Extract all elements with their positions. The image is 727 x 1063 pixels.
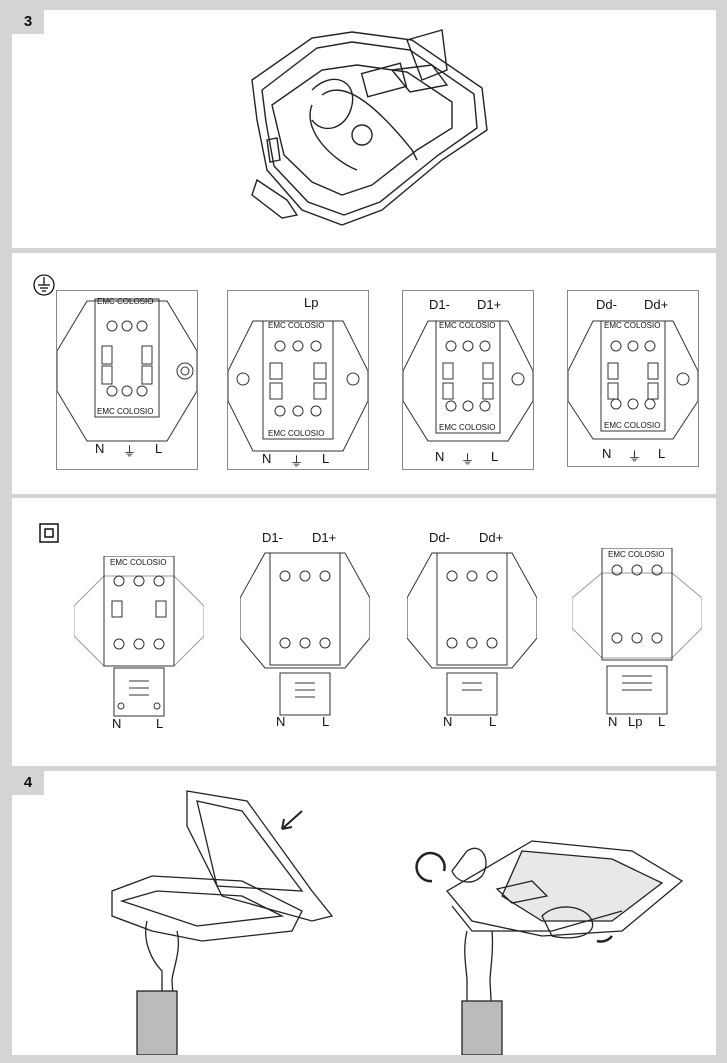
class-1-diagram-2: Lp EMC COLOSIO EMC COLOSIO N ⏚ L [227,290,369,470]
bottom-label-earth: ⏚ [290,454,304,469]
step-number: 3 [12,10,44,34]
brand-label: EMC COLOSIO [97,407,154,416]
brand-label: EMC COLOSIO [268,321,325,330]
top-label-d1-minus: D1- [262,530,283,545]
step-number: 4 [12,771,44,795]
terminal-block [568,320,698,440]
class-2-wiring-panel: EMC COLOSIO N L D1- D1+ N L [12,498,716,766]
class-1-diagram-4: Dd- Dd+ EMC COLOSIO EMC COLOSIO N ⏚ L [567,290,699,467]
top-label-dd-plus: Dd+ [644,297,669,312]
top-label-d1-minus: D1- [429,297,450,312]
bottom-label-n: N [262,451,272,466]
bottom-label-n: N [276,714,286,729]
class-1-diagram-1: EMC COLOSIO EMC COLOSIO N ⏚ L [56,290,198,470]
bottom-label-l: L [658,446,666,461]
top-label-dd-minus: Dd- [429,530,450,545]
brand-label: EMC COLOSIO [439,423,496,432]
bottom-label-lp: Lp [628,714,643,729]
class-2-diagram-4: EMC COLOSIO N Lp L [572,548,702,748]
bottom-label-l: L [156,716,164,731]
double-insulation-icon [39,523,59,543]
bottom-label-n: N [608,714,618,729]
brand-label: EMC COLOSIO [608,550,665,559]
step-4-panel: 4 [12,771,716,1055]
terminal-block [228,320,368,452]
bottom-label-n: N [95,441,105,456]
brand-label: EMC COLOSIO [604,421,661,430]
bottom-label-l: L [322,451,330,466]
bottom-label-earth: ⏚ [628,449,642,464]
bottom-label-l: L [155,441,163,456]
brand-label: EMC COLOSIO [268,429,325,438]
bottom-label-n: N [112,716,122,731]
brand-label: EMC COLOSIO [604,321,661,330]
class-2-diagram-3: Dd- Dd+ N L [407,528,537,748]
step-3-panel: 3 [12,10,716,248]
bottom-label-n: N [435,449,445,464]
top-label-dd-plus: Dd+ [479,530,504,545]
class-2-diagram-1: EMC COLOSIO N L [74,556,204,746]
bottom-label-earth: ⏚ [123,444,137,459]
bottom-label-n: N [443,714,453,729]
class-1-wiring-panel: EMC COLOSIO EMC COLOSIO N ⏚ L Lp EMC COL… [12,253,716,494]
bottom-label-n: N [602,446,612,461]
luminaire-close-illustration [111,790,684,1055]
class-1-diagram-3: D1- D1+ EMC COLOSIO EMC COLOSIO N ⏚ L [402,290,534,470]
brand-label: EMC COLOSIO [439,321,496,330]
terminal-block [74,556,204,717]
bottom-label-l: L [658,714,666,729]
terminal-block [240,552,370,716]
top-label-dd-minus: Dd- [596,297,617,312]
top-label-d1-plus: D1+ [312,530,337,545]
terminal-block [572,548,702,715]
top-label-d1-plus: D1+ [477,297,502,312]
luminaire-housing-illustration [251,29,488,226]
bottom-label-l: L [322,714,330,729]
terminal-block [403,320,533,442]
top-label-lp: Lp [304,295,319,310]
terminal-block [57,298,197,442]
protective-earth-icon [33,274,55,296]
class-2-diagram-2: D1- D1+ N L [240,528,370,748]
bottom-label-earth: ⏚ [461,452,475,467]
brand-label: EMC COLOSIO [97,297,154,306]
brand-label: EMC COLOSIO [110,558,167,567]
terminal-block [407,552,537,716]
bottom-label-l: L [489,714,497,729]
bottom-label-l: L [491,449,499,464]
